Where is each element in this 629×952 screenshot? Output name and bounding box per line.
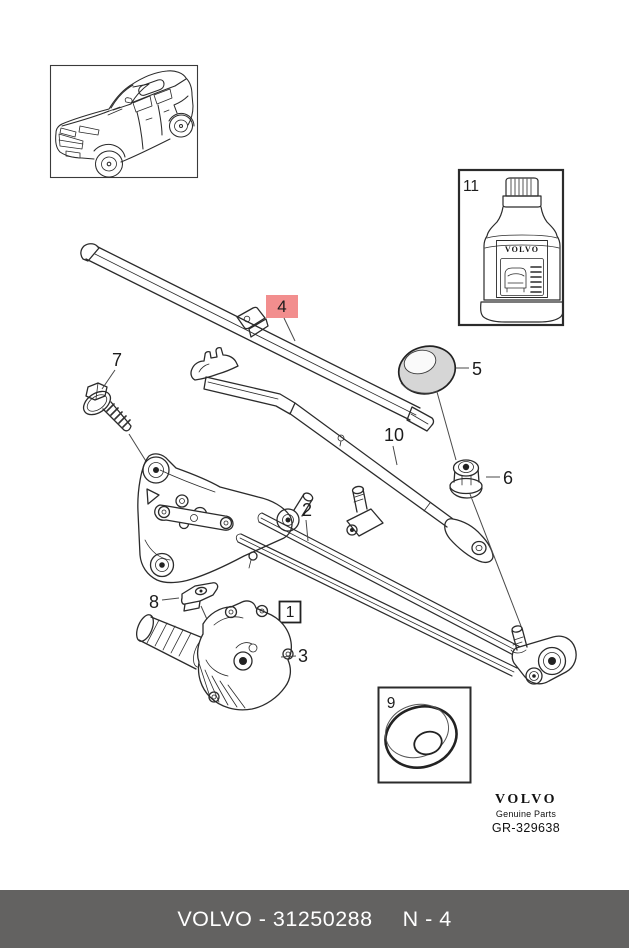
callout-4-hotspot[interactable]: 4 — [266, 295, 298, 318]
dash-line-3 — [280, 655, 297, 658]
dash-line-8 — [161, 597, 180, 601]
footer-banner: VOLVO - 31250288 N - 4 — [0, 890, 629, 948]
leader-line-4 — [283, 317, 296, 342]
callout-11[interactable]: 11 — [463, 178, 479, 195]
volvo-logo: VOLVO — [495, 792, 557, 807]
brand-block: VOLVO Genuine Parts GR-329638 — [456, 792, 596, 835]
footer-page-number: N - 4 — [402, 906, 452, 931]
leader-line-10 — [392, 445, 398, 466]
leader-line-5 — [436, 391, 457, 461]
washer-fluid-box: 11 VOLVO — [457, 168, 565, 327]
grommet-part — [384, 703, 458, 769]
grommet-box: 9 — [377, 686, 472, 784]
footer-part-number: VOLVO - 31250288 — [177, 906, 373, 931]
callout-2[interactable]: 2 — [302, 500, 312, 520]
rear-wheel — [168, 114, 194, 138]
wiper-arm-part — [190, 346, 494, 564]
washer-fluid-bottle — [480, 177, 564, 323]
callout-4-highlight[interactable] — [266, 295, 298, 318]
front-wheel — [94, 150, 124, 178]
wiper-linkage-part — [137, 453, 577, 685]
diagram-canvas: 11 VOLVO — [49, 64, 577, 784]
wiper-blade-part — [80, 243, 435, 432]
pivot-nut-part — [449, 459, 483, 499]
callout-7[interactable]: 7 — [112, 350, 122, 370]
leader-line-7 — [101, 369, 116, 390]
callout-9[interactable]: 9 — [387, 695, 396, 712]
mounting-bolt-part — [82, 382, 132, 432]
drawing-reference: GR-329638 — [491, 821, 561, 835]
genuine-parts-tagline: Genuine Parts — [495, 809, 557, 819]
vehicle-box-border — [49, 64, 199, 179]
callout-1-box[interactable] — [278, 600, 302, 624]
callout-10[interactable]: 10 — [384, 425, 404, 445]
callout-3[interactable]: 3 — [298, 646, 308, 666]
pivot-cap-part — [397, 345, 457, 395]
callout-6[interactable]: 6 — [503, 468, 513, 488]
wiper-motor-part — [136, 600, 294, 711]
leader-line-6 — [469, 493, 522, 627]
callout-4[interactable]: 4 — [277, 297, 286, 316]
callout-8[interactable]: 8 — [149, 592, 159, 612]
callout-1-hotspot[interactable]: 1 — [278, 600, 302, 624]
mount-bracket-part — [180, 582, 219, 612]
bottle-brand-label: VOLVO — [505, 245, 539, 254]
leader-line-2 — [305, 519, 309, 542]
vehicle-thumbnail — [49, 64, 199, 179]
callout-1[interactable]: 1 — [286, 604, 295, 621]
callout-5[interactable]: 5 — [472, 359, 482, 379]
